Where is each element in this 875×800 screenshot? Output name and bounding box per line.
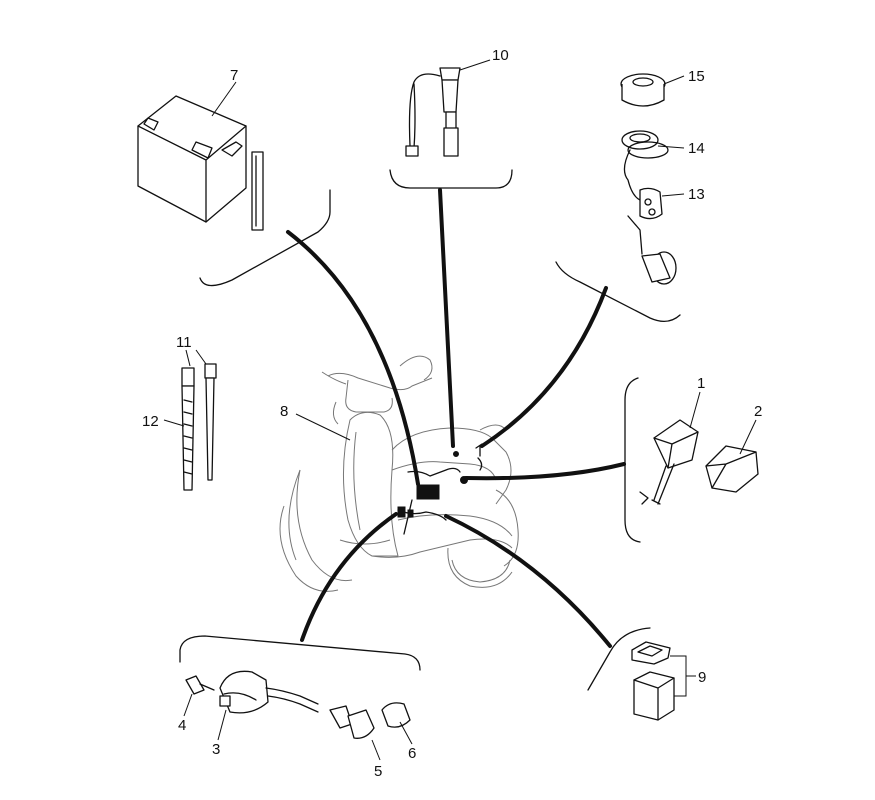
leader-lines	[163, 59, 757, 761]
callout-6: 6	[408, 745, 416, 762]
connector-wires	[286, 188, 626, 648]
cable-ties	[181, 363, 217, 491]
callout-5: 5	[374, 763, 382, 780]
callout-15: 15	[688, 68, 705, 85]
wiring-harness	[397, 443, 483, 535]
callout-14: 14	[688, 140, 705, 157]
callout-7: 7	[230, 67, 238, 84]
fuse-set	[631, 641, 675, 721]
battery	[137, 95, 264, 231]
relay-units	[639, 419, 759, 505]
fuel-sender-assembly	[620, 73, 677, 285]
callout-9: 9	[698, 669, 706, 686]
callout-12: 12	[142, 413, 159, 430]
callout-10: 10	[492, 47, 509, 64]
callout-11: 11	[176, 334, 192, 351]
callout-3: 3	[212, 741, 220, 758]
ignition-coil-set	[185, 670, 411, 739]
callout-numbers: 1 2 3 4 5 6 7 8 9 10 11 12 13 14 15	[142, 47, 762, 780]
callout-13: 13	[688, 186, 705, 203]
callout-8: 8	[280, 403, 288, 420]
callout-1: 1	[697, 375, 705, 392]
speed-sensor	[405, 67, 461, 157]
callout-4: 4	[178, 717, 186, 734]
scooter-outline	[279, 355, 519, 592]
callout-2: 2	[754, 403, 762, 420]
bracket-frames	[179, 169, 681, 691]
